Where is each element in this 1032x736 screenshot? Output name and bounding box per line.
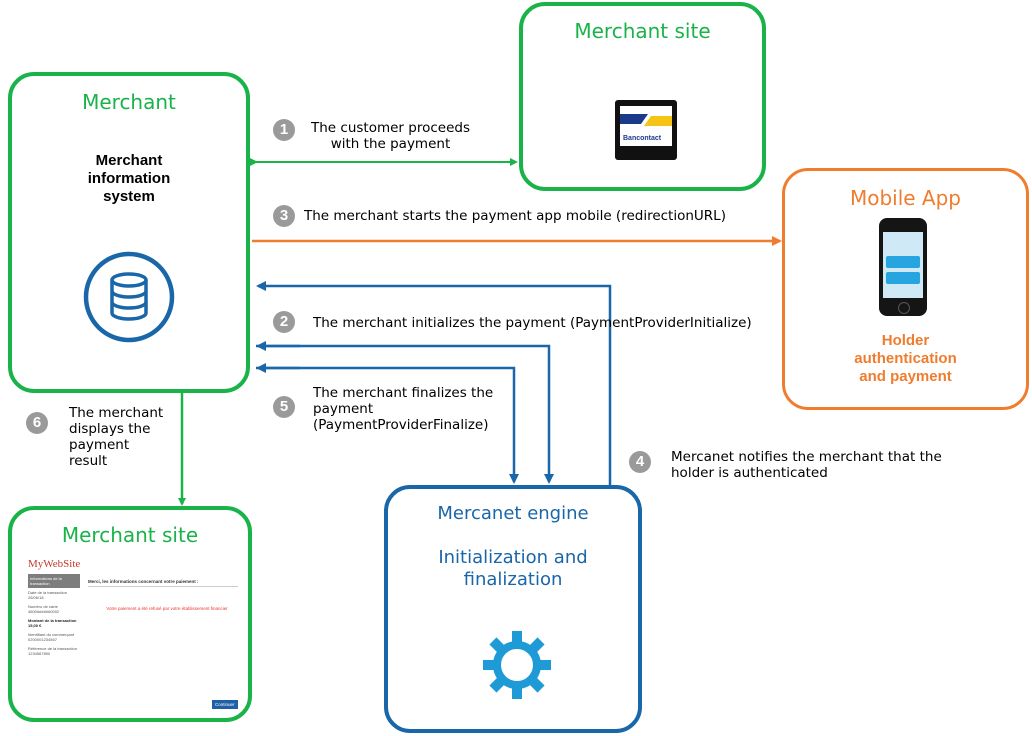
- mobile-app-caption: Holder authentication and payment: [854, 332, 957, 385]
- step-badge-2: 2: [273, 311, 295, 333]
- phone-screen: [883, 232, 923, 298]
- mini-site-sidebar-item: Référence de la transaction 1234567890: [28, 646, 77, 656]
- mobile-app-title: Mobile App: [849, 186, 962, 210]
- merchant-site-top-title: Merchant site: [574, 19, 711, 43]
- mini-site-content-header: Merci, les informations concernant votre…: [88, 579, 238, 587]
- merchant-site-bottom-title: Merchant site: [61, 523, 199, 547]
- merchant-system-label: Merchant information system: [87, 152, 171, 205]
- phone-image: [879, 218, 927, 316]
- mini-website-screenshot: MyWebSite Informations de la transaction…: [22, 554, 242, 714]
- step-badge-1: 1: [273, 119, 295, 141]
- step-badge-4: 4: [629, 451, 651, 473]
- step-label-6: The merchant displays the payment result: [69, 405, 164, 469]
- step-badge-6: 6: [26, 412, 48, 434]
- mini-site-sidebar-header: Informations de la transaction: [28, 574, 80, 588]
- step-label-3: The merchant starts the payment app mobi…: [304, 208, 726, 224]
- arrow-step-2-down: [256, 344, 554, 484]
- mini-site-sidebar-item: Montant de la transaction 15,00 €: [28, 618, 77, 628]
- merchant-box: Merchant Merchant information system: [8, 72, 250, 393]
- engine-title: Mercanet engine: [437, 503, 589, 524]
- mini-site-status-message: Votre paiement a été refusé par votre ét…: [106, 606, 228, 611]
- engine-subtitle: Initialization and finalization: [438, 547, 588, 590]
- bancontact-logo-text: Bancontact: [623, 135, 662, 142]
- mini-site-brand: MyWebSite: [28, 558, 81, 570]
- mobile-app-box: Mobile App Holder authentication and pay…: [782, 168, 1029, 410]
- arrow-step-4: [256, 281, 612, 488]
- mini-site-sidebar: Date de la transaction 26/06/18 Numéro d…: [28, 590, 78, 656]
- bancontact-logo: Bancontact: [615, 100, 677, 160]
- step-badge-5: 5: [273, 396, 295, 418]
- mini-site-sidebar-item: Numéro de carte 4600######0002: [28, 604, 60, 614]
- step-badge-3: 3: [273, 205, 295, 227]
- database-icon: [83, 251, 175, 343]
- step-label-4: Mercanet notifies the merchant that the …: [671, 449, 942, 481]
- merchant-title: Merchant: [82, 90, 176, 114]
- mercanet-engine-box: Mercanet engine Initialization and final…: [384, 485, 642, 733]
- step-label-1: The customer proceeds with the payment: [311, 120, 470, 152]
- arrow-step-5-down: [256, 366, 519, 484]
- merchant-site-bottom-box: Merchant site MyWebSite Informations de …: [8, 506, 252, 722]
- gear-icon: [483, 631, 551, 699]
- phone-home-button: [898, 302, 910, 314]
- merchant-site-top-box: Merchant site Bancontact: [519, 2, 766, 191]
- step-label-5: The merchant finalizes the payment (Paym…: [313, 385, 494, 433]
- mini-site-sidebar-item: Identifiant du commerçant 0200001234567: [28, 632, 75, 642]
- step-label-2: The merchant initializes the payment (Pa…: [313, 315, 752, 331]
- mini-site-sidebar-item: Date de la transaction 26/06/18: [28, 590, 67, 600]
- mini-site-continue-button[interactable]: Continuer: [212, 700, 238, 709]
